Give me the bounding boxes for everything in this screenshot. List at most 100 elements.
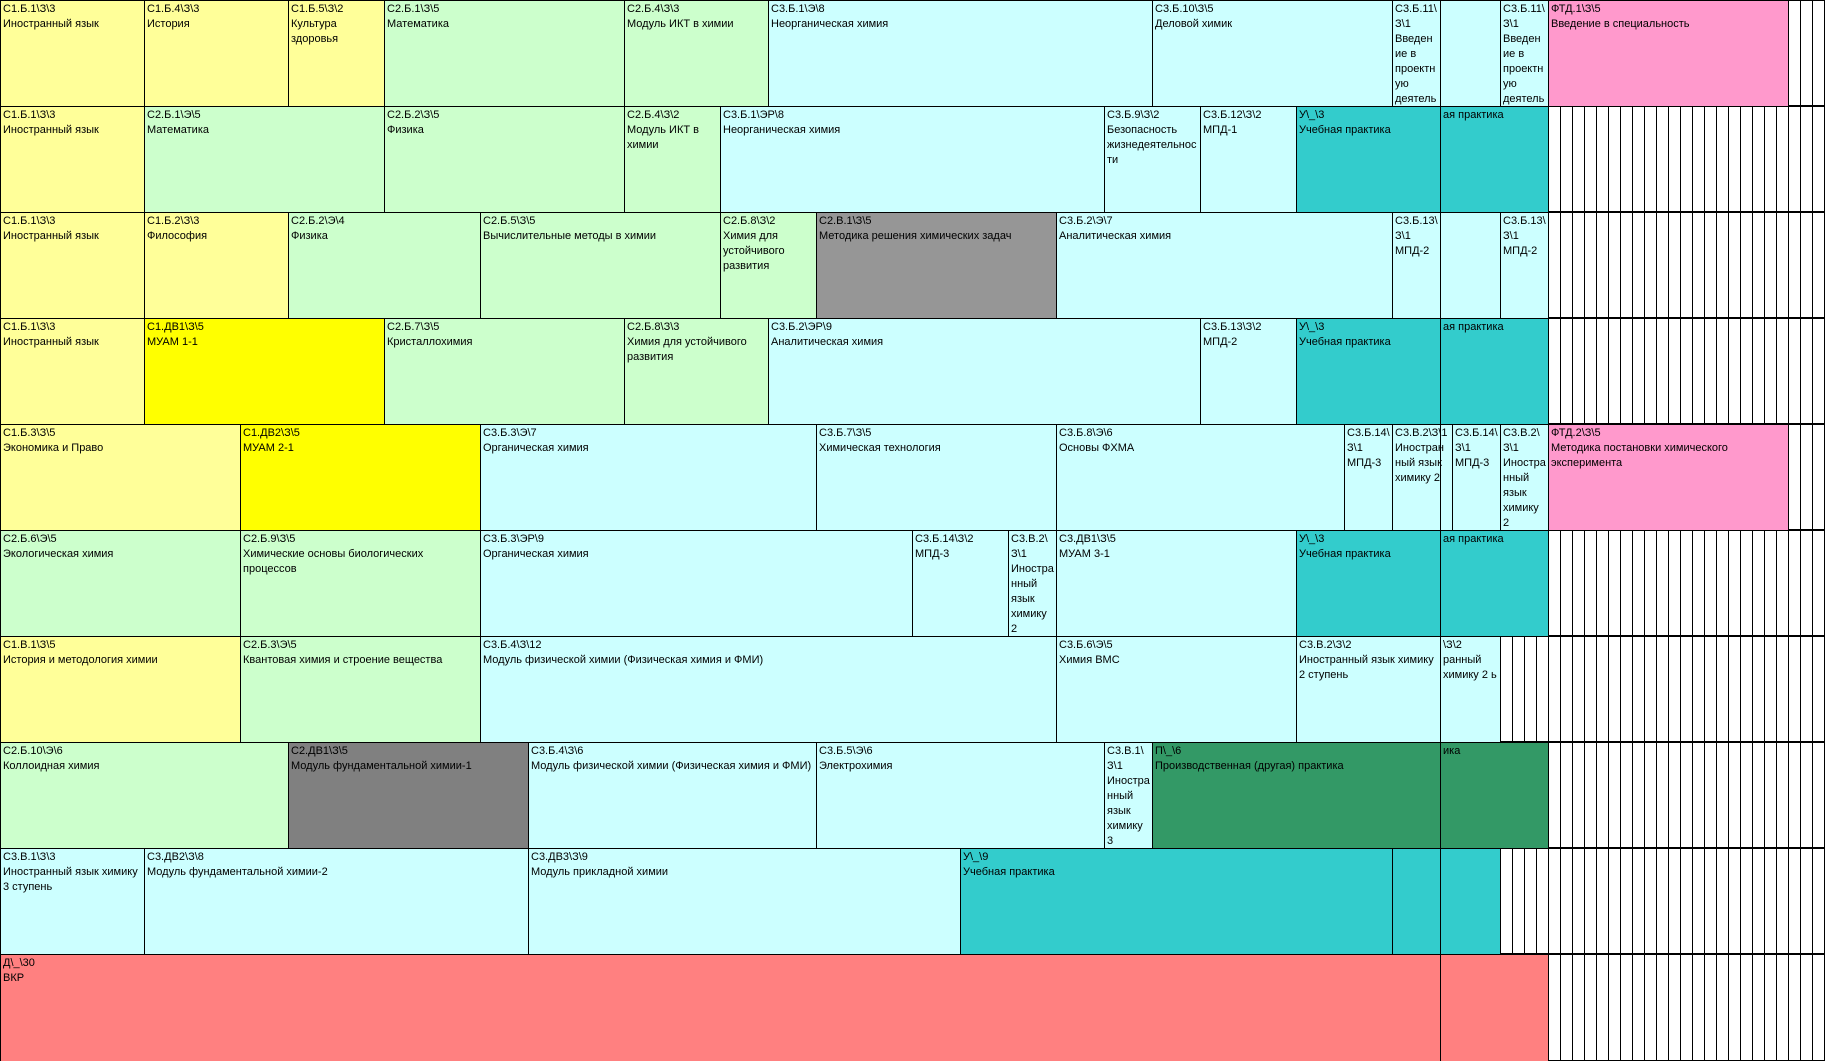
course-cell[interactable]: ая практика (1440, 530, 1549, 637)
course-code: С1.Б.1\З\3 (3, 215, 56, 227)
course-code: С1.ДВ1\З\5 (147, 321, 204, 333)
course-cell[interactable] (1392, 848, 1501, 955)
course-title: Введение в проектную деятельность (1395, 33, 1437, 105)
course-title: Иностранный язык химику 2 (1503, 457, 1546, 529)
course-code: ФТД.1\З\5 (1551, 3, 1601, 15)
course-code: С2.Б.6\Э\5 (3, 533, 57, 545)
course-cell[interactable] (1440, 212, 1501, 319)
course-code: С2.Б.10\Э\6 (3, 745, 63, 757)
empty-week-columns (1548, 106, 1825, 212)
course-code: С3.Б.3\ЭР\9 (483, 533, 544, 545)
course-code: С3.В.2\З\1 (1395, 427, 1448, 439)
empty-week-columns (1788, 0, 1825, 106)
course-title: Учебная практика (963, 866, 1055, 878)
course-cell[interactable] (1440, 0, 1501, 107)
course-title: МПД-3 (915, 548, 950, 560)
course-title: Химия для устойчивого развития (723, 230, 785, 272)
course-code: С3.Б.3\Э\7 (483, 427, 537, 439)
course-title: ранный химику 2 ь (1443, 654, 1497, 681)
page-split-line (1440, 0, 1441, 1061)
course-cell[interactable]: ика (1440, 742, 1549, 849)
course-title: ая практика (1443, 109, 1504, 121)
course-cell[interactable]: ая практика (1440, 106, 1549, 213)
course-title: Электрохимия (819, 760, 893, 772)
course-cell[interactable]: ая практика (1440, 318, 1549, 425)
course-code: С3.Б.9\З\2 (1107, 109, 1160, 121)
course-title: Квантовая химия и строение вещества (243, 654, 443, 666)
course-code: С3.ДВ1\З\5 (1059, 533, 1116, 545)
course-code: С1.Б.1\З\3 (3, 321, 56, 333)
course-title: Основы ФХМА (1059, 442, 1135, 454)
course-title: Иностранный язык (3, 336, 99, 348)
